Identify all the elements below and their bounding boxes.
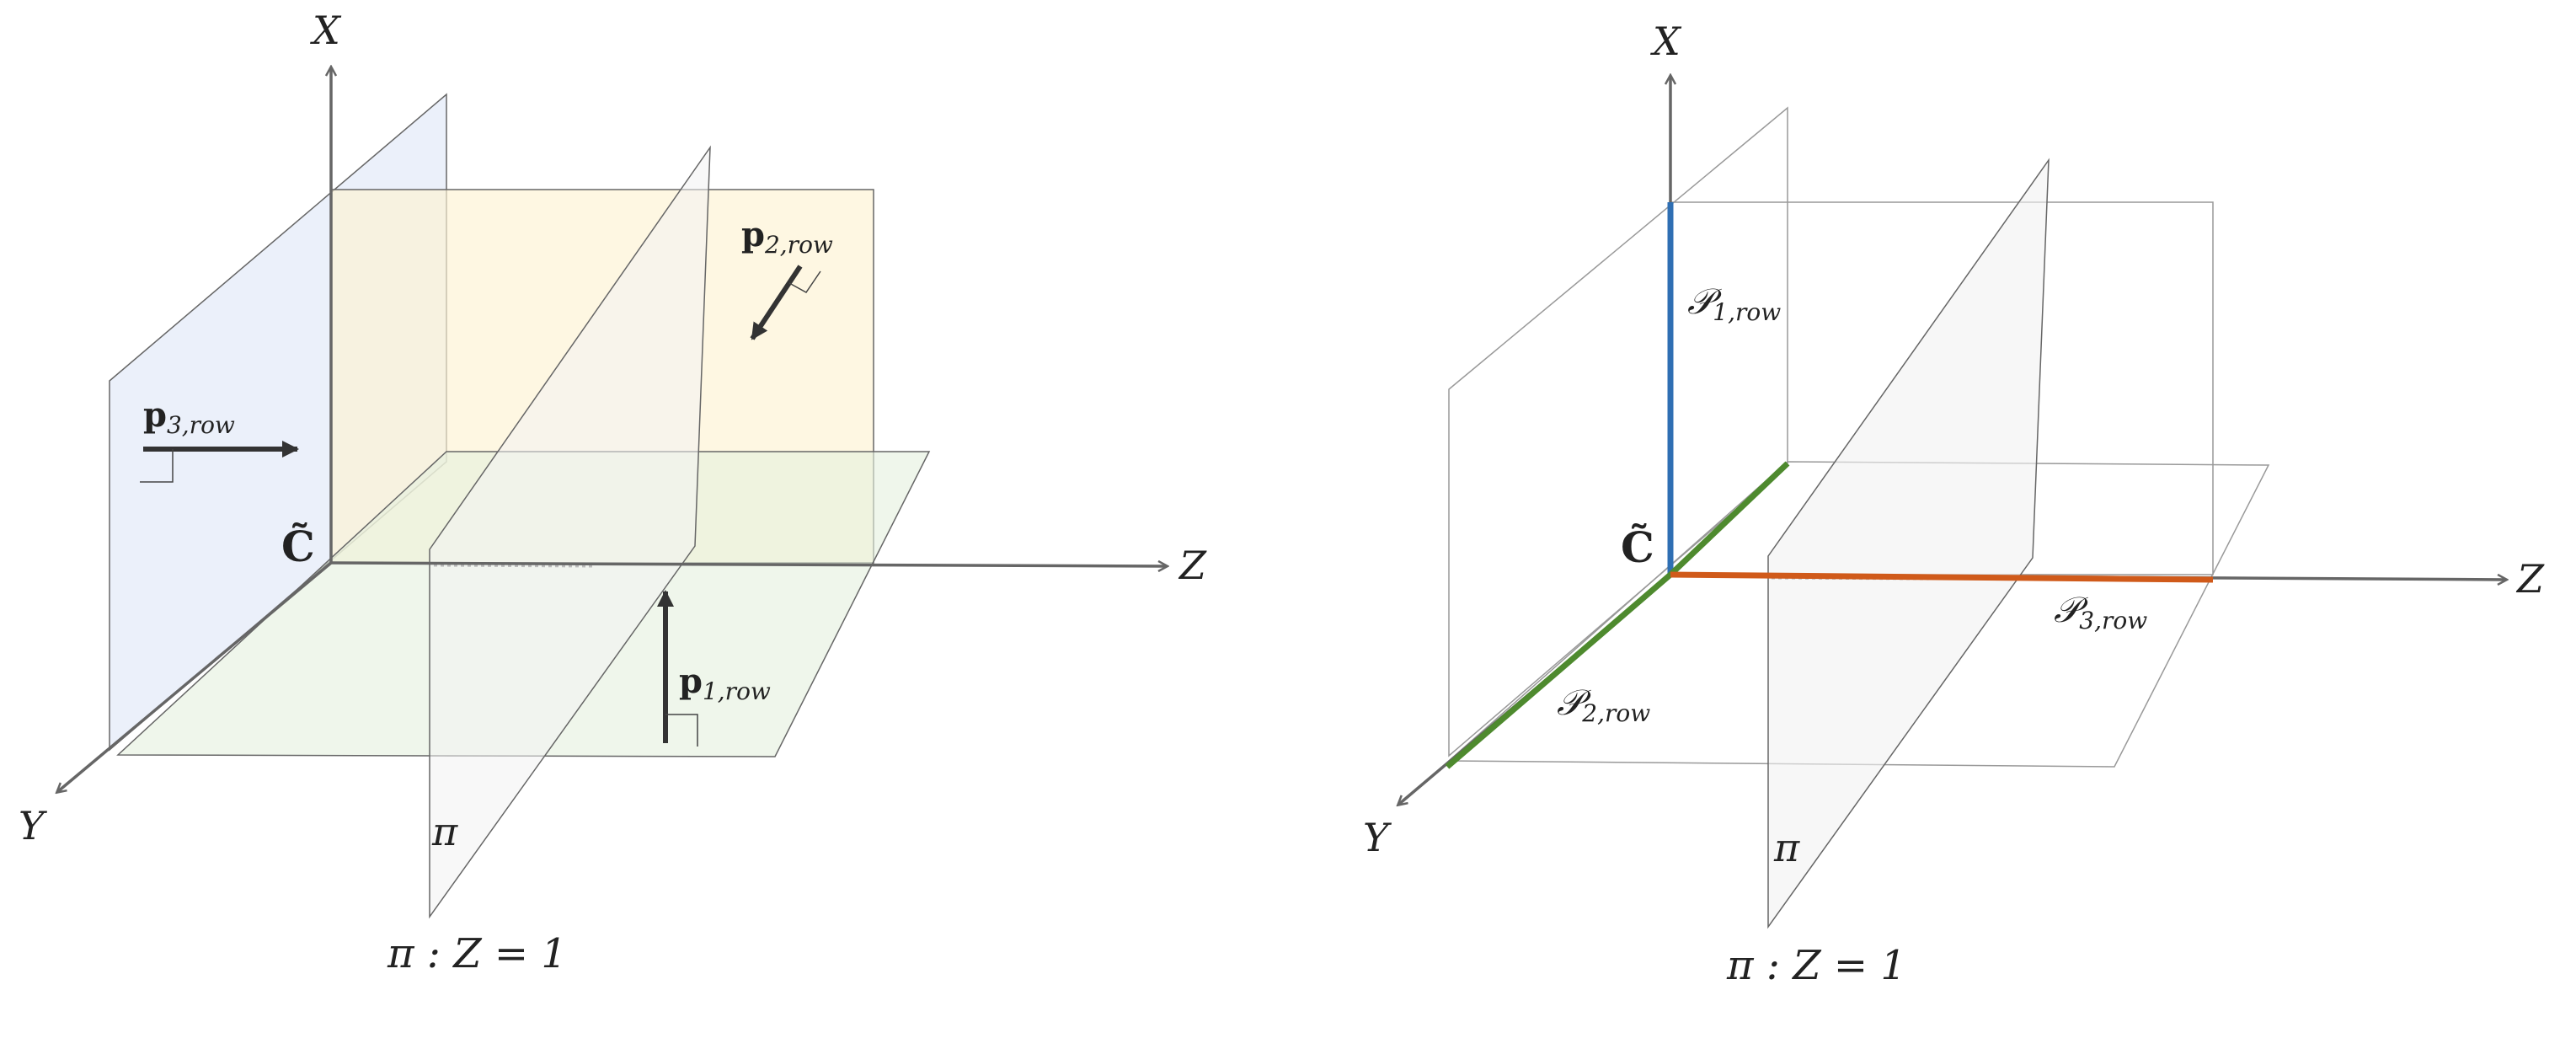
caption: π : Z = 1 — [1726, 942, 1906, 989]
axis-z-label: Z — [2515, 556, 2545, 602]
p2-label: p2,row — [741, 215, 833, 259]
p3-label: p3,row — [143, 395, 235, 439]
plane-yz-outline — [1447, 461, 2270, 768]
P2-label: 𝒫2,row — [1557, 682, 1650, 727]
origin-label: C̃ — [281, 522, 315, 571]
p1-label: p1,row — [679, 661, 771, 705]
p1-right-angle — [665, 714, 698, 747]
left-figure: X Z Y C̃ π π : Z = 1 p1,row p2,row p3,ro… — [19, 8, 1207, 977]
pi-label: π — [431, 809, 458, 854]
P2-line-lower — [1445, 572, 1673, 769]
caption: π : Z = 1 — [387, 930, 567, 977]
right-figure: X Z Y C̃ π π : Z = 1 𝒫1,row 𝒫2,row 𝒫3,ro… — [1363, 19, 2545, 989]
plane-pi — [429, 145, 711, 919]
P2-line — [1668, 461, 1790, 577]
plane-xy-outline — [1448, 106, 1788, 757]
axis-y-label: Y — [19, 803, 48, 848]
axis-y-label: Y — [1363, 815, 1392, 860]
axis-z — [330, 563, 1167, 566]
axis-z-label: Z — [1178, 543, 1207, 588]
plane-pi — [1767, 158, 2050, 929]
P3-line — [1670, 571, 2214, 583]
pi-label: π — [1773, 825, 1800, 870]
P3-label: 𝒫3,row — [2054, 589, 2147, 634]
origin-label: C̃ — [1621, 522, 1654, 572]
p3-right-angle — [140, 449, 174, 483]
axis-x-label: X — [310, 8, 342, 53]
p2-right-angle — [788, 270, 821, 293]
p2-arrow — [750, 265, 803, 340]
axis-y — [57, 561, 333, 792]
P1-label: 𝒫1,row — [1687, 281, 1781, 326]
axis-x-label: X — [1650, 19, 1682, 64]
